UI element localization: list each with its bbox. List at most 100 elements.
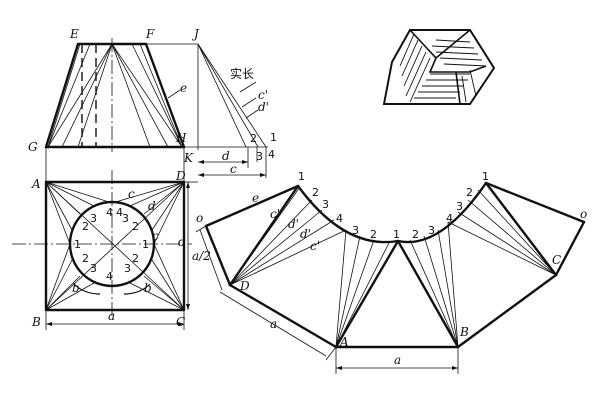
dim-line-slant	[199, 229, 223, 291]
top-view-square	[44, 180, 186, 312]
dim-c-label: c	[230, 162, 237, 176]
arc-num: 2	[312, 186, 319, 199]
true-length-construction: J K 实长 c' d' 1 2 3 4 d c	[146, 27, 277, 178]
label-E: E	[69, 27, 79, 41]
circle-num: 2	[132, 252, 139, 265]
arc-num: 1	[393, 228, 400, 241]
arc-num: 2	[466, 186, 473, 199]
num-1: 1	[270, 131, 277, 144]
arc-num: 2	[370, 228, 377, 241]
arc-num: 3	[352, 224, 359, 237]
dev-label-A: A	[339, 335, 349, 349]
dev-edge-e: e	[252, 191, 259, 205]
side-letter-c: c	[152, 229, 159, 243]
circle-num: 3	[90, 212, 97, 225]
num-3: 3	[256, 150, 263, 163]
sketch-outline	[382, 29, 496, 105]
dev-edge-c-prime: c'	[270, 207, 280, 221]
dim-d-label: d	[222, 149, 230, 163]
dev-label-D: D	[239, 279, 250, 293]
arc-num: 4	[336, 212, 343, 225]
dev-edge-d-prime: d'	[300, 227, 311, 241]
dev-edge-c-prime: c'	[310, 239, 320, 253]
arc-num: 2	[412, 228, 419, 241]
top-letter-d: d	[148, 199, 156, 213]
development-edge-oD	[204, 224, 232, 287]
dev-label-o-right: o	[580, 207, 587, 221]
num-2: 2	[250, 132, 257, 145]
label-H: H	[175, 131, 187, 145]
development-edge-top-left	[204, 184, 300, 228]
sketch-edge	[455, 71, 461, 105]
development-edge-C1	[484, 181, 558, 277]
dim-a-bottom-label: a	[394, 353, 401, 367]
dev-label-C: C	[552, 253, 561, 267]
development-pattern: o D A B C o 1 2 3 4 3 2 1 2 3 4 3 2 1 e …	[195, 170, 587, 374]
circle-num: 4	[106, 206, 113, 219]
circle-num: 3	[124, 262, 131, 275]
development-edge-DA	[228, 283, 338, 349]
label-e: e	[180, 81, 187, 95]
label-true-length: 实长	[230, 66, 254, 81]
corner-C: C	[176, 315, 185, 329]
true-length-line	[197, 43, 259, 148]
circle-num: 3	[90, 262, 97, 275]
dim-extension	[195, 225, 207, 233]
front-right-edge	[144, 42, 186, 149]
corner-D: D	[175, 169, 186, 183]
arc-num: 1	[482, 170, 489, 183]
circle-num: 2	[132, 220, 139, 233]
num-4: 4	[268, 148, 275, 161]
leader-true-length	[239, 81, 257, 93]
bottom-letter-b: b	[72, 281, 80, 295]
top-letter-c: c	[128, 187, 135, 201]
arc-num: 3	[428, 224, 435, 237]
dev-label-B: B	[459, 325, 469, 339]
arc-num: 3	[322, 198, 329, 211]
label-J: J	[191, 27, 200, 41]
rotation-arrow	[73, 283, 101, 295]
front-view-generators	[47, 43, 183, 148]
top-view: A D B C c d c d b b 4 3 2 1 2 3 4 3 2 1 …	[12, 147, 211, 330]
circle-num: 1	[142, 238, 149, 251]
development-edge-B1	[396, 239, 460, 349]
leader-c-prime	[241, 97, 257, 108]
diagonal	[45, 181, 185, 311]
leader-d-prime	[245, 109, 259, 119]
label-G: G	[28, 140, 38, 154]
label-c-prime: c'	[258, 88, 268, 102]
sketch-edge	[428, 57, 487, 73]
dim-a-slant-label: a	[270, 317, 277, 331]
circle-num: 3	[122, 212, 129, 225]
arc-num: 4	[446, 212, 453, 225]
development-edge-BC	[456, 273, 558, 349]
dev-edge-d-prime: d'	[288, 217, 299, 231]
bottom-letter-b: b	[144, 281, 152, 295]
arc-num: 3	[456, 200, 463, 213]
development-fan-left	[229, 186, 399, 348]
dev-label-o-left: o	[196, 211, 203, 225]
true-length-line	[197, 43, 267, 148]
circle-num: 4	[106, 270, 113, 283]
label-K: K	[183, 151, 194, 165]
arc-num: 1	[298, 170, 305, 183]
front-view: E F G H e	[28, 27, 187, 154]
development-edge-A1	[334, 239, 400, 349]
dim-a-label: a	[108, 309, 115, 323]
rotation-arrow	[123, 283, 151, 295]
dim-extension	[325, 346, 337, 361]
corner-B: B	[31, 315, 41, 329]
circle-num: 2	[82, 220, 89, 233]
circle-num: 4	[116, 206, 123, 219]
dim-half-a-label: a/2	[192, 249, 211, 263]
development-fan-right	[397, 182, 557, 348]
development-edge-D1	[228, 184, 300, 287]
true-length-line	[197, 43, 247, 148]
development-edge-top-right	[484, 181, 586, 224]
side-letter-d: d	[178, 235, 186, 249]
label-F: F	[145, 27, 155, 41]
dim-line-slant-a	[219, 291, 327, 357]
development-edge-Co	[554, 220, 586, 277]
